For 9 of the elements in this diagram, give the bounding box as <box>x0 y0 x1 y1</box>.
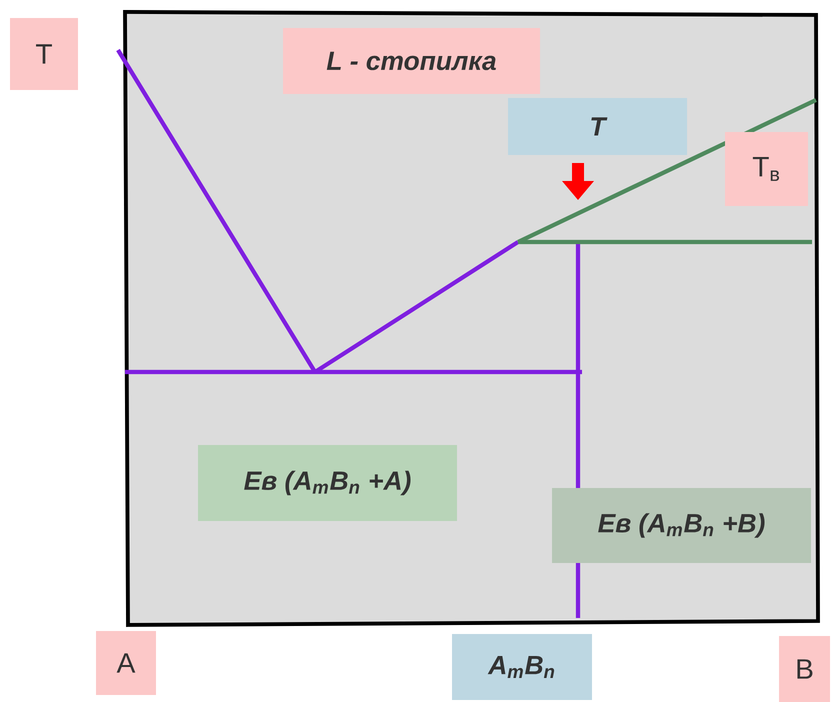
label-box: B <box>779 636 830 702</box>
label-box: T$_{в}$ <box>725 132 808 206</box>
label-box: A$_{m}$B$_{n}$ <box>452 634 592 700</box>
label-box: T <box>508 98 688 155</box>
label-box: L - стопилка <box>283 28 540 94</box>
label-box: A <box>96 631 156 695</box>
label-box: Ев (A$_{m}$B$_{n}$ +A) <box>198 445 457 521</box>
label-box: Ев (A$_{m}$B$_{n}$ +B) <box>552 488 812 563</box>
label-box: T <box>10 18 78 90</box>
